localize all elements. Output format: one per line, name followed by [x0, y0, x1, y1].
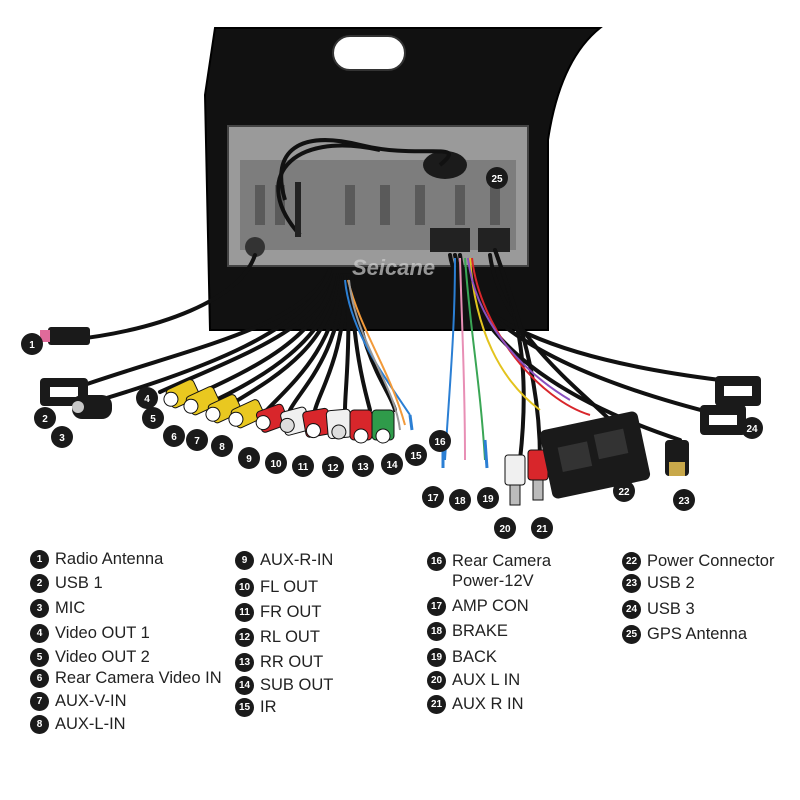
callout-badge-4: 4 [136, 387, 158, 409]
callout-badge-13: 13 [352, 455, 374, 477]
svg-text:2: 2 [42, 414, 48, 425]
callout-badge-18: 18 [449, 489, 471, 511]
watermark: Seicane [352, 255, 435, 280]
colored-wires [444, 257, 591, 461]
callout-badge-5: 5 [142, 407, 164, 429]
callout-badge-9: 9 [238, 447, 260, 469]
svg-text:23: 23 [678, 496, 690, 507]
thin-wires [344, 279, 411, 431]
rca-connectors [163, 379, 395, 444]
svg-text:4: 4 [144, 394, 150, 405]
callout-badge-16: 16 [429, 430, 451, 452]
svg-text:7: 7 [194, 436, 200, 447]
svg-text:10: 10 [270, 459, 282, 470]
svg-text:14: 14 [386, 460, 398, 471]
callout-badge-14: 14 [381, 453, 403, 475]
callout-badge-17: 17 [422, 486, 444, 508]
cable-bundle-left [68, 253, 397, 414]
callout-badge-15: 15 [405, 444, 427, 466]
callout-badge-10: 10 [265, 452, 287, 474]
usb3-connectors [700, 376, 761, 435]
svg-text:9: 9 [246, 454, 252, 465]
callout-badge-24: 24 [741, 417, 763, 439]
callout-badge-21: 21 [531, 517, 553, 539]
callout-badge-12: 12 [322, 456, 344, 478]
head-unit [203, 27, 603, 331]
callout-badge-7: 7 [186, 429, 208, 451]
svg-text:20: 20 [499, 524, 511, 535]
svg-text:8: 8 [219, 442, 225, 453]
svg-text:6: 6 [171, 432, 177, 443]
power-connector [539, 411, 651, 499]
callout-badge-23: 23 [673, 489, 695, 511]
usb2-connector [665, 440, 689, 476]
svg-text:25: 25 [491, 174, 503, 185]
wiring-diagram: Seicane [21, 27, 763, 539]
svg-text:21: 21 [536, 524, 548, 535]
aux-socket [478, 228, 510, 252]
callout-badge-6: 6 [163, 425, 185, 447]
rca-aux-right [504, 449, 549, 506]
callout-badges: 1 2 3 4 5 6 7 8 9 10 11 12 13 14 15 16 1… [21, 167, 763, 539]
mic-jack [72, 395, 112, 419]
svg-text:3: 3 [59, 433, 65, 444]
svg-text:11: 11 [298, 462, 309, 473]
svg-text:22: 22 [618, 487, 630, 498]
cable-bundle-right [448, 248, 722, 462]
svg-text:13: 13 [357, 462, 369, 473]
fakra-antenna-connector [40, 327, 90, 345]
harness-socket [430, 228, 470, 252]
gps-antenna [276, 138, 467, 237]
callout-badge-3: 3 [51, 426, 73, 448]
callout-badge-20: 20 [494, 517, 516, 539]
callout-badge-22: 22 [613, 480, 635, 502]
callout-badge-19: 19 [477, 487, 499, 509]
svg-text:18: 18 [454, 496, 466, 507]
svg-text:19: 19 [482, 494, 494, 505]
callout-badge-25: 25 [486, 167, 508, 189]
antenna-socket [245, 237, 265, 257]
svg-text:15: 15 [410, 451, 422, 462]
callout-badge-8: 8 [211, 435, 233, 457]
callout-badge-2: 2 [34, 407, 56, 429]
svg-text:5: 5 [150, 414, 156, 425]
svg-text:16: 16 [434, 437, 446, 448]
svg-text:17: 17 [427, 493, 439, 504]
svg-text:1: 1 [29, 340, 35, 351]
svg-text:24: 24 [746, 424, 758, 435]
callout-badge-1: 1 [21, 333, 43, 355]
callout-badge-11: 11 [292, 455, 314, 477]
mount-slot [332, 35, 406, 71]
svg-text:12: 12 [327, 463, 339, 474]
